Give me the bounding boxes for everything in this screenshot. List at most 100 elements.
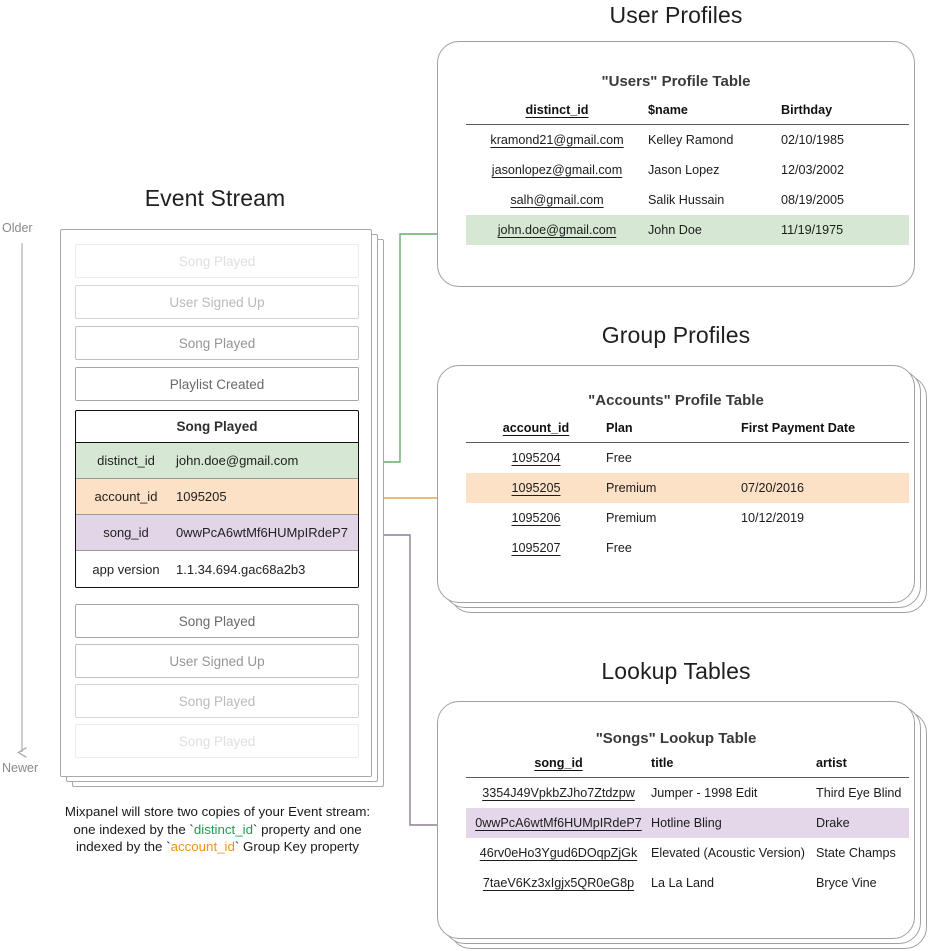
column-header-account-id: account_id xyxy=(502,421,570,435)
lookup-tables-title: Lookup Tables xyxy=(601,658,751,684)
table-row[interactable]: kramond21@gmail.com Kelley Ramond 02/10/… xyxy=(466,125,909,156)
cell-artist: Third Eye Blind xyxy=(816,786,902,800)
table-row[interactable]: jasonlopez@gmail.com Jason Lopez 12/03/2… xyxy=(466,155,909,185)
caption-line-3-pre: indexed by the ` xyxy=(75,839,171,854)
cell-birthday: 02/10/1985 xyxy=(781,133,845,147)
column-header-first-payment-date: First Payment Date xyxy=(741,421,856,435)
cell-name: Salik Hussain xyxy=(648,193,725,207)
cell-birthday: 11/19/1975 xyxy=(781,215,909,245)
timeline-newer-label: Newer xyxy=(2,761,39,775)
cell-plan: Free xyxy=(606,451,632,465)
cell-account-id: 1095204 xyxy=(511,451,561,465)
cell-name: Jason Lopez xyxy=(648,163,720,177)
cell-first-payment-date xyxy=(741,533,909,563)
table-row[interactable]: 1095204 Free xyxy=(466,443,909,474)
event-item[interactable]: Song Played xyxy=(75,724,359,758)
column-header-artist: artist xyxy=(816,756,847,770)
cell-title: Jumper - 1998 Edit xyxy=(651,786,758,800)
cell-song-id: 46rv0eHo3Ygud6DOqpZjGk xyxy=(479,846,638,860)
cell-name: Kelley Ramond xyxy=(648,133,734,147)
users-profile-table: distinct_id $name Birthday kramond21@gma… xyxy=(466,103,909,245)
event-property-row: account_id 1095205 xyxy=(76,479,358,515)
event-property-value: 1.1.34.694.gac68a2b3 xyxy=(176,561,306,577)
event-stream-title: Event Stream xyxy=(144,185,286,211)
cell-account-id: 1095206 xyxy=(511,511,561,525)
cell-distinct-id: kramond21@gmail.com xyxy=(490,133,624,147)
table-row-highlighted[interactable]: john.doe@gmail.com John Doe 11/19/1975 xyxy=(466,215,909,245)
event-stream-caption: Mixpanel will store two copies of your E… xyxy=(40,803,395,856)
cell-first-payment-date: 07/20/2016 xyxy=(741,473,909,503)
table-row[interactable]: 7taeV6Kz3xIgjx5QR0eG8p La La Land Bryce … xyxy=(466,868,909,898)
cell-account-id: 1095205 xyxy=(466,473,606,503)
event-property-key: app version xyxy=(92,561,160,577)
event-item[interactable]: Song Played xyxy=(75,604,359,638)
cell-artist: State Champs xyxy=(816,846,896,860)
users-table-title: "Users" Profile Table xyxy=(601,73,751,90)
event-property-row: app version 1.1.34.694.gac68a2b3 xyxy=(76,551,358,587)
table-row-highlighted[interactable]: 0wwPcA6wtMf6HUMpIRdeP7 Hotline Bling Dra… xyxy=(466,808,909,838)
cell-song-id: 0wwPcA6wtMf6HUMpIRdeP7 xyxy=(466,808,651,838)
event-property-key: account_id xyxy=(94,489,158,504)
caption-line-3-post: ` Group Key property xyxy=(234,839,360,854)
event-property-value: john.doe@gmail.com xyxy=(176,453,299,468)
table-row[interactable]: 1095207 Free xyxy=(466,533,909,563)
cell-distinct-id: salh@gmail.com xyxy=(510,193,604,207)
songs-lookup-table: song_id title artist 3354J49VpkbZJho7Ztd… xyxy=(466,756,909,898)
cell-distinct-id: john.doe@gmail.com xyxy=(466,215,648,245)
caption-line-2-pre: one indexed by the ` xyxy=(73,821,194,837)
event-property-key: song_id xyxy=(103,525,149,540)
cell-plan: Premium xyxy=(606,511,657,525)
event-property-row: song_id 0wwPcA6wtMf6HUMpIRdeP7 xyxy=(76,515,358,551)
column-header-title: title xyxy=(651,756,674,770)
event-property-value: 1095205 xyxy=(176,489,227,504)
event-item[interactable]: User Signed Up xyxy=(75,285,359,319)
accounts-profile-table: account_id Plan First Payment Date 10952… xyxy=(466,421,909,563)
table-header-row: distinct_id $name Birthday xyxy=(466,103,909,125)
users-profile-card xyxy=(437,41,915,287)
table-row-highlighted[interactable]: 1095205 Premium 07/20/2016 xyxy=(466,473,909,503)
selected-event-card[interactable]: Song Played distinct_id john.doe@gmail.c… xyxy=(75,410,359,588)
event-property-key: distinct_id xyxy=(97,453,155,468)
user-profiles-title: User Profiles xyxy=(609,2,743,28)
caption-line-1: Mixpanel will store two copies of your E… xyxy=(64,804,371,819)
cell-title: Elevated (Acoustic Version) xyxy=(651,846,805,860)
caption-token-distinct-id: distinct_id xyxy=(193,821,253,837)
cell-song-id: 3354J49VpkbZJho7Ztdzpw xyxy=(482,786,635,800)
column-header-plan: Plan xyxy=(606,421,633,435)
event-item[interactable]: Song Played xyxy=(75,684,359,718)
cell-song-id: 7taeV6Kz3xIgjx5QR0eG8p xyxy=(482,876,635,890)
column-header-birthday: Birthday xyxy=(781,103,833,117)
accounts-table-title: "Accounts" Profile Table xyxy=(588,392,764,409)
selected-event-name: Song Played xyxy=(76,411,358,443)
caption-token-account-id: account_id xyxy=(170,839,235,854)
event-item[interactable]: Song Played xyxy=(75,244,359,278)
timeline-older-label: Older xyxy=(2,221,33,235)
cell-title: La La Land xyxy=(651,876,715,890)
table-row[interactable]: 3354J49VpkbZJho7Ztdzpw Jumper - 1998 Edi… xyxy=(466,778,909,809)
event-item[interactable]: Playlist Created xyxy=(75,367,359,401)
caption-line-2-post: ` property and one xyxy=(252,821,362,837)
table-header-row: song_id title artist xyxy=(466,756,909,778)
table-row[interactable]: 46rv0eHo3Ygud6DOqpZjGk Elevated (Acousti… xyxy=(466,838,909,868)
cell-account-id: 1095207 xyxy=(511,541,561,555)
event-item[interactable]: User Signed Up xyxy=(75,644,359,678)
event-property-value: 0wwPcA6wtMf6HUMpIRdeP7 xyxy=(176,525,348,540)
table-row[interactable]: salh@gmail.com Salik Hussain 08/19/2005 xyxy=(466,185,909,215)
column-header-name: $name xyxy=(648,103,688,117)
column-header-song-id: song_id xyxy=(534,756,583,770)
group-profiles-title: Group Profiles xyxy=(601,322,751,348)
cell-title: Hotline Bling xyxy=(651,808,816,838)
cell-name: John Doe xyxy=(648,215,781,245)
column-header-distinct-id: distinct_id xyxy=(525,103,589,117)
event-property-row: distinct_id john.doe@gmail.com xyxy=(76,443,358,479)
cell-first-payment-date xyxy=(741,443,909,474)
table-header-row: account_id Plan First Payment Date xyxy=(466,421,909,443)
cell-artist: Drake xyxy=(816,808,909,838)
table-row[interactable]: 1095206 Premium 10/12/2019 xyxy=(466,503,909,533)
cell-distinct-id: jasonlopez@gmail.com xyxy=(491,163,623,177)
cell-first-payment-date: 10/12/2019 xyxy=(741,511,805,525)
songs-table-title: "Songs" Lookup Table xyxy=(595,730,757,747)
cell-birthday: 12/03/2002 xyxy=(781,163,845,177)
cell-plan: Free xyxy=(606,541,632,555)
event-item[interactable]: Song Played xyxy=(75,326,359,360)
